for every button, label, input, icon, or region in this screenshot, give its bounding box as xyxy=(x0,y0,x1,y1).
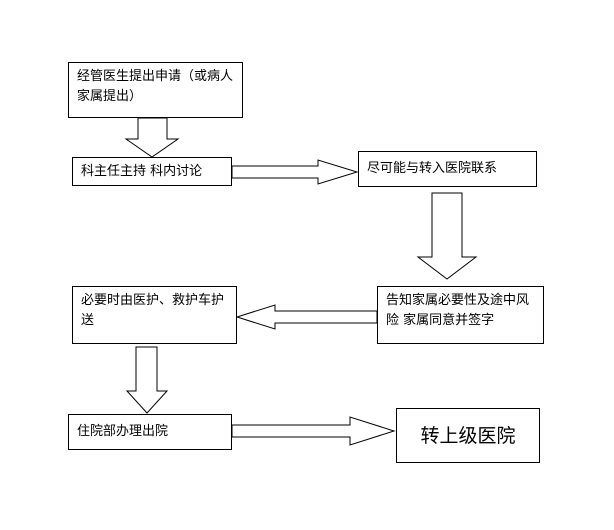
node-apply-label: 经管医生提出申请（或病人家属提出） xyxy=(77,69,234,104)
arrow-discuss-to-contact xyxy=(231,159,359,185)
node-discuss: 科主任主持 科内讨论 xyxy=(72,157,232,186)
node-discuss-label: 科主任主持 科内讨论 xyxy=(81,163,203,179)
node-contact-label: 尽可能与转入医院联系 xyxy=(367,161,498,176)
node-discharge: 住院部办理出院 xyxy=(68,414,232,450)
arrow-escort-to-discharge xyxy=(125,346,169,414)
arrow-contact-to-inform xyxy=(416,192,478,280)
node-transfer: 转上级医院 xyxy=(396,408,540,463)
node-escort: 必要时由医护、救护车护送 xyxy=(72,286,237,344)
node-inform: 告知家属必要性及途中风险 家属同意并签字 xyxy=(377,286,544,344)
arrow-discharge-to-transfer xyxy=(231,416,396,446)
node-inform-label: 告知家属必要性及途中风险 家属同意并签字 xyxy=(386,293,530,328)
arrow-inform-to-escort xyxy=(235,304,378,330)
node-escort-label: 必要时由医护、救护车护送 xyxy=(81,293,225,328)
node-apply: 经管医生提出申请（或病人家属提出） xyxy=(68,62,243,118)
node-contact: 尽可能与转入医院联系 xyxy=(358,151,537,187)
node-discharge-label: 住院部办理出院 xyxy=(77,424,169,439)
node-transfer-label: 转上级医院 xyxy=(420,424,516,447)
arrow-apply-to-discuss xyxy=(124,117,180,158)
